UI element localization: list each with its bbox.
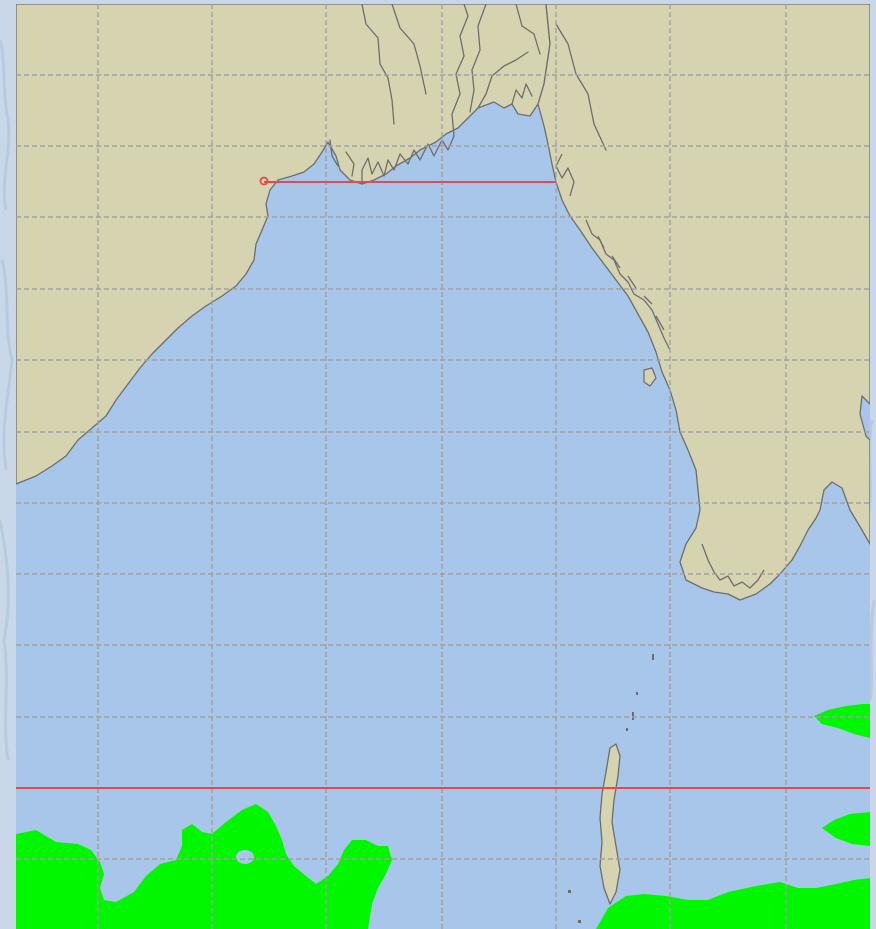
chart-canvas[interactable] xyxy=(16,4,870,929)
land-mainland-east xyxy=(537,4,870,601)
land-mainland-west-north xyxy=(16,4,551,485)
route-start-marker[interactable] xyxy=(259,176,269,186)
land-andaman-islands xyxy=(599,743,621,905)
highlight-zone-east-lower xyxy=(822,812,870,846)
graticule xyxy=(16,4,870,929)
nautical-chart-view[interactable] xyxy=(16,4,870,929)
coastline-east-detail xyxy=(555,153,765,589)
highlight-zone-east-upper xyxy=(814,704,870,738)
highlight-zone-southwest xyxy=(16,804,392,929)
scattered-islets xyxy=(568,654,654,923)
land-cheduba-island xyxy=(643,367,657,387)
highlight-zone-islet xyxy=(236,850,254,864)
highlight-zone-southeast xyxy=(596,878,870,929)
